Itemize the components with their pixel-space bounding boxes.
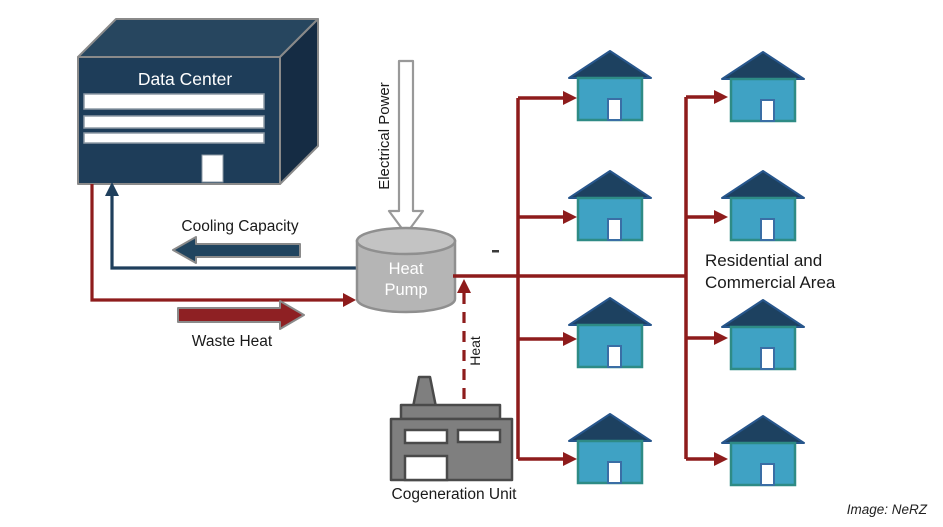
house-icon — [567, 169, 653, 242]
electrical-power-label: Electrical Power — [376, 82, 393, 190]
arrowhead-right-icon — [714, 210, 728, 224]
arrowhead-right-icon — [563, 91, 577, 105]
data-center-label: Data Center — [138, 69, 233, 89]
cogeneration-unit-icon — [389, 375, 514, 482]
waste-heat-supply-line — [90, 184, 356, 307]
factory-door — [403, 454, 449, 482]
heat-pump-icon: Heat Pump — [355, 226, 457, 314]
factory-window — [456, 428, 502, 444]
heat-pump-label-line2: Pump — [384, 281, 427, 299]
arrowhead-up-icon — [457, 279, 471, 293]
server-rack-bar — [83, 115, 265, 129]
data-center-door — [201, 154, 224, 183]
factory-window — [403, 428, 449, 445]
heat-pump-body — [355, 239, 457, 314]
cogeneration-heat-line: Heat — [457, 279, 483, 404]
residential-area-label-line2: Commercial Area — [705, 273, 836, 292]
data-center-icon: Data Center — [77, 18, 319, 185]
arrowhead-right-icon — [714, 331, 728, 345]
house-icon — [720, 169, 806, 242]
cooling-capacity-arrow-icon — [172, 236, 301, 264]
heat-pump-label-line1: Heat — [389, 260, 424, 278]
arrowhead-right-icon — [343, 293, 356, 307]
arrowhead-right-icon — [563, 210, 577, 224]
arrowhead-right-icon — [714, 452, 728, 466]
heat-pump-top — [355, 226, 457, 256]
house-icon — [720, 50, 806, 123]
district-heat-lines — [453, 90, 728, 466]
server-rack-bar — [83, 93, 265, 110]
heat-label: Heat — [467, 336, 483, 366]
server-rack-bar — [83, 132, 265, 144]
factory-chimney — [411, 375, 438, 409]
house-icon — [567, 296, 653, 369]
arrowhead-up-icon — [105, 182, 119, 196]
house-icon — [567, 49, 653, 122]
house-icon — [720, 414, 806, 487]
factory-roof-strip — [399, 403, 502, 421]
arrowhead-right-icon — [714, 90, 728, 104]
house-icon — [720, 298, 806, 371]
image-credit: Image: NeRZ — [847, 502, 928, 517]
waste-heat-arrow-icon — [177, 300, 305, 330]
residential-area-label-line1: Residential and — [705, 251, 822, 270]
arrowhead-right-icon — [563, 452, 577, 466]
cogeneration-unit-label: Cogeneration Unit — [392, 486, 518, 503]
waste-heat-label: Waste Heat — [192, 333, 273, 350]
cooling-return-line — [105, 182, 356, 270]
stray-dash-mark — [492, 250, 499, 253]
house-icon — [567, 412, 653, 485]
data-center-top-face — [77, 18, 319, 58]
arrowhead-right-icon — [563, 332, 577, 346]
cooling-capacity-label: Cooling Capacity — [181, 218, 298, 235]
electrical-power-arrow-icon — [387, 59, 425, 236]
